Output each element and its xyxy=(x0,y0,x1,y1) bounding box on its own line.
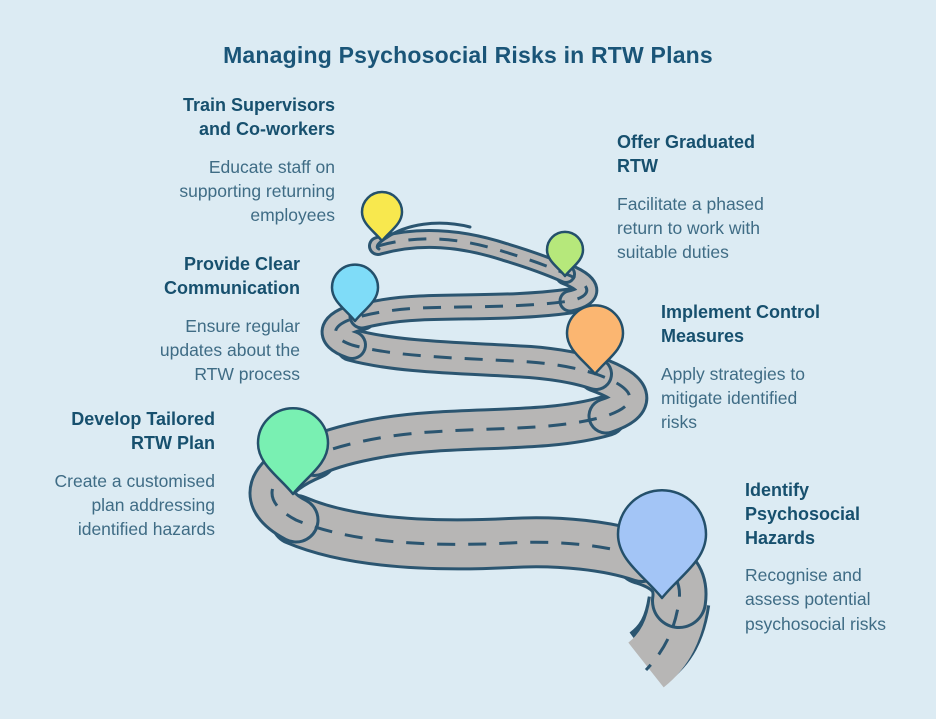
step-title: Offer Graduated RTW xyxy=(617,132,756,176)
step-title: Identify Psychosocial Hazards xyxy=(745,480,861,548)
step-develop-tailored-rtw-plan: Develop Tailored RTW Plan Create a custo… xyxy=(55,408,216,541)
road-segment xyxy=(351,290,581,327)
step-provide-clear-communication: Provide Clear Communication Ensure regul… xyxy=(160,253,300,386)
step-title: Develop Tailored RTW Plan xyxy=(71,409,215,453)
map-pin-icon-develop-tailored-rtw-plan xyxy=(256,407,330,496)
step-description: Apply strategies to mitigate identified … xyxy=(661,363,805,432)
step-implement-control-measures: Implement Control Measures Apply strateg… xyxy=(661,301,820,434)
map-pin-icon-train-supervisors xyxy=(360,190,404,243)
map-pin-icon-provide-clear-communication xyxy=(330,263,380,323)
step-offer-graduated-rtw: Offer Graduated RTW Facilitate a phased … xyxy=(617,131,764,264)
road-segment xyxy=(273,497,665,580)
map-pin-icon-offer-graduated-rtw xyxy=(545,230,585,278)
step-identify-psychosocial-hazards: Identify Psychosocial Hazards Recognise … xyxy=(745,479,886,636)
step-title: Implement Control Measures xyxy=(661,302,821,346)
step-train-supervisors: Train Supervisors and Co-workers Educate… xyxy=(179,94,335,227)
step-description: Facilitate a phased return to work with … xyxy=(617,193,764,262)
map-pin-icon-identify-psychosocial-hazards xyxy=(616,488,708,600)
step-description: Ensure regular updates about the RTW pro… xyxy=(159,315,300,384)
step-description: Educate staff on supporting returning em… xyxy=(179,156,335,225)
page-title: Managing Psychosocial Risks in RTW Plans xyxy=(223,42,713,68)
winding-road xyxy=(248,221,711,688)
map-pin-icon-implement-control-measures xyxy=(565,304,625,376)
step-description: Create a customised plan addressing iden… xyxy=(54,470,216,539)
road-center-dashes xyxy=(270,237,682,672)
step-title: Train Supervisors and Co-workers xyxy=(182,95,335,139)
step-description: Recognise and assess potential psychosoc… xyxy=(745,565,887,634)
step-title: Provide Clear Communication xyxy=(163,254,300,298)
